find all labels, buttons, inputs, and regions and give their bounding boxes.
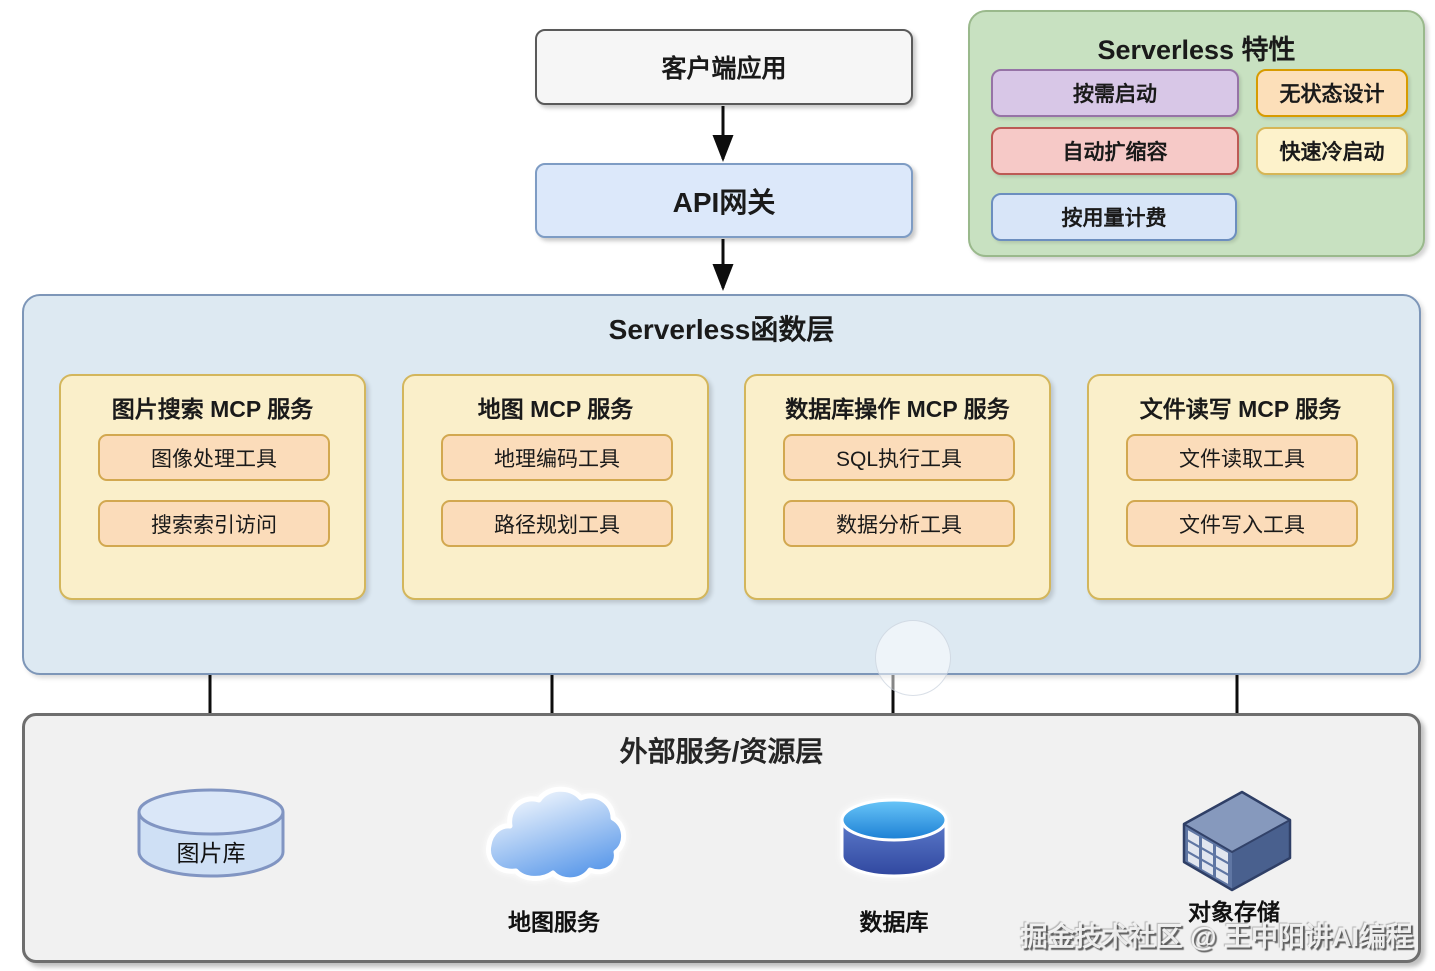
feature-chip-on-demand: 按需启动 [991,69,1239,117]
watermark-text: 掘金技术社区 @ 王中阳讲AI编程 [1020,922,1413,952]
feature-chip-pay-per-use: 按用量计费 [991,193,1237,241]
tool-sql-execution: SQL执行工具 [783,434,1015,481]
tool-search-index-access: 搜索索引访问 [98,500,330,547]
serverless-function-layer: Serverless函数层 图片搜索 MCP 服务 图像处理工具 搜索索引访问 … [22,294,1421,675]
resource-label-map-service: 地图服务 [508,909,600,935]
function-layer-title: Serverless函数层 [608,314,835,345]
feature-chip-stateless: 无状态设计 [1256,69,1408,117]
client-app-label: 客户端应用 [661,55,787,83]
service-title: 文件读写 MCP 服务 [1139,396,1342,422]
tool-file-read: 文件读取工具 [1126,434,1358,481]
service-card-database-ops: 数据库操作 MCP 服务 SQL执行工具 数据分析工具 [744,374,1051,600]
service-title: 数据库操作 MCP 服务 [785,396,1010,422]
resource-layer-title: 外部服务/资源层 [619,736,824,767]
resource-label-image-library: 图片库 [176,840,246,866]
cylinder-light-icon [137,788,285,878]
tool-route-planning: 路径规划工具 [441,500,673,547]
serverless-features-panel: Serverless 特性 按需启动 无状态设计 自动扩缩容 快速冷启动 按用量… [968,10,1425,257]
cloud-icon [486,786,626,883]
tool-file-write: 文件写入工具 [1126,500,1358,547]
service-card-map: 地图 MCP 服务 地理编码工具 路径规划工具 [402,374,709,600]
api-gateway-node: API网关 [535,163,913,238]
tool-geocoding: 地理编码工具 [441,434,673,481]
client-app-node: 客户端应用 [535,29,913,105]
service-card-file-io: 文件读写 MCP 服务 文件读取工具 文件写入工具 [1087,374,1394,600]
service-card-image-search: 图片搜索 MCP 服务 图像处理工具 搜索索引访问 [59,374,366,600]
tool-image-processing: 图像处理工具 [98,434,330,481]
cursor-highlight-circle [875,620,951,696]
storage-crate-icon [1182,790,1292,892]
resource-label-object-storage: 对象存储 [1188,899,1280,925]
resource-label-database: 数据库 [859,909,929,935]
feature-chip-autoscale: 自动扩缩容 [991,127,1239,175]
service-title: 地图 MCP 服务 [477,396,634,422]
tool-data-analysis: 数据分析工具 [783,500,1015,547]
api-gateway-label: API网关 [672,186,776,218]
service-title: 图片搜索 MCP 服务 [111,396,314,422]
features-panel-title: Serverless 特性 [1097,35,1296,65]
database-cylinder-icon [840,798,948,878]
feature-chip-fast-coldstart: 快速冷启动 [1256,127,1408,175]
